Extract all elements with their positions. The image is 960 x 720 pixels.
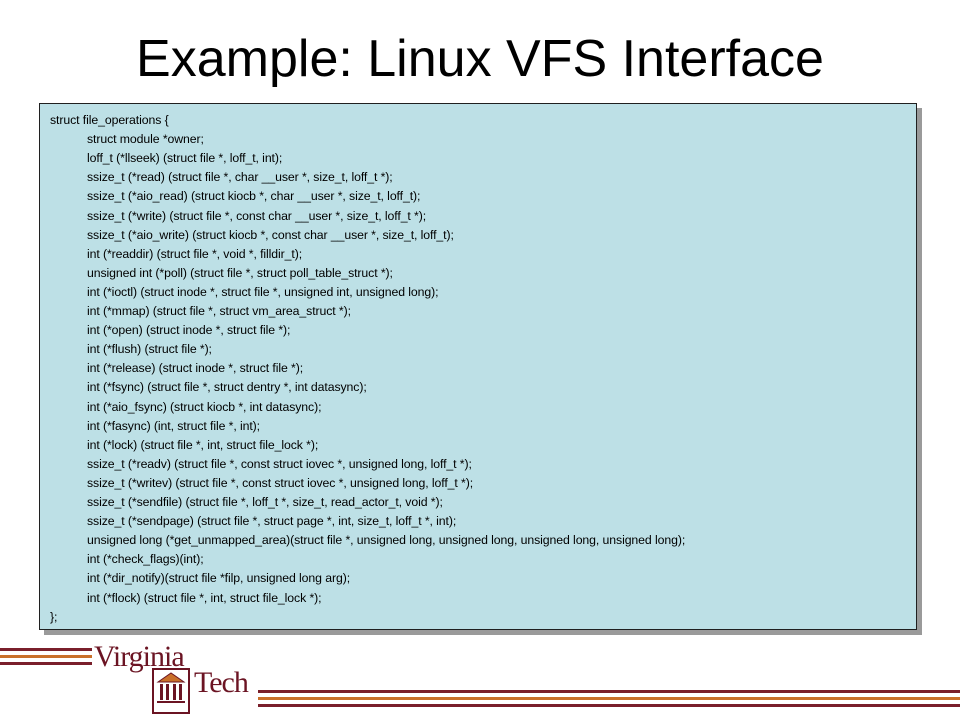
code-line: struct module *owner; (87, 132, 204, 147)
slide-title: Example: Linux VFS Interface (136, 30, 824, 88)
code-line: int (*aio_fsync) (struct kiocb *, int da… (87, 399, 322, 414)
code-line: ssize_t (*writev) (struct file *, const … (87, 475, 474, 490)
logo-word-virginia: Virginia (94, 640, 185, 673)
code-line: ssize_t (*aio_write) (struct kiocb *, co… (87, 227, 454, 242)
code-line: int (*mmap) (struct file *, struct vm_ar… (87, 304, 351, 318)
footer-stripe-right-maroon-bottom (258, 704, 960, 707)
code-box: struct file_operations { struct module *o… (39, 103, 917, 630)
code-line: int (*flush) (struct file *); (87, 342, 212, 357)
code-line: int (*fsync) (struct file *, struct dent… (87, 380, 367, 395)
code-line: ssize_t (*sendfile) (struct file *, loff… (87, 495, 443, 509)
footer-stripe-right-maroon-top (258, 690, 960, 693)
code-line: int (*fasync) (int, struct file *, int); (87, 418, 260, 433)
code-line: unsigned long (*get_unmapped_area)(struc… (87, 533, 686, 548)
code-line: int (*dir_notify)(struct file *filp, uns… (87, 571, 351, 586)
code-line: ssize_t (*aio_read) (struct kiocb *, cha… (87, 189, 421, 204)
code-line: int (*open) (struct inode *, struct file… (87, 323, 291, 338)
code-line: ssize_t (*sendpage) (struct file *, stru… (87, 514, 457, 529)
footer-stripe-left-maroon-top (0, 648, 92, 651)
logo-word-tech: Tech (194, 666, 249, 699)
code-line: unsigned int (*poll) (struct file *, str… (87, 265, 393, 280)
code-line: ssize_t (*write) (struct file *, const c… (87, 208, 427, 223)
code-line: int (*flock) (struct file *, int, struct… (87, 590, 322, 605)
code-line: struct file_operations { (50, 113, 169, 127)
virginia-tech-logo: Virginia Tech (94, 640, 256, 718)
code-line: loff_t (*llseek) (struct file *, loff_t,… (87, 151, 283, 166)
seal-icon (152, 668, 190, 714)
code-line: int (*readdir) (struct file *, void *, f… (87, 246, 303, 261)
code-line: int (*release) (struct inode *, struct f… (87, 361, 304, 376)
code-line: int (*lock) (struct file *, int, struct … (87, 437, 319, 452)
footer-stripe-left-orange (0, 655, 92, 658)
code-line: ssize_t (*readv) (struct file *, const s… (87, 456, 472, 471)
code-line: }; (50, 609, 58, 624)
footer-stripe-right-orange (258, 697, 960, 700)
footer-stripe-left-maroon-bottom (0, 662, 92, 665)
code-line: int (*ioctl) (struct inode *, struct fil… (87, 284, 439, 299)
code-line: ssize_t (*read) (struct file *, char __u… (87, 170, 393, 185)
code-line: int (*check_flags)(int); (87, 552, 204, 567)
